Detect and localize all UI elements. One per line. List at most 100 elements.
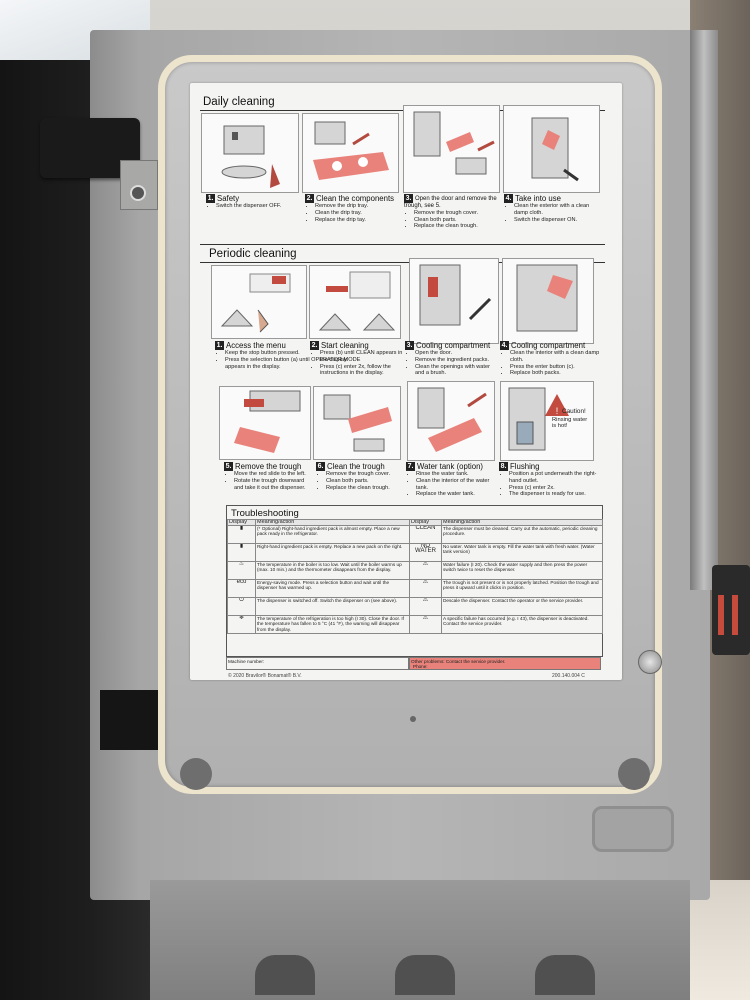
- step-instruction: Rotate the trough downward: [234, 478, 306, 485]
- step-instruction: Clean the interior with a clean damp clo…: [510, 350, 600, 363]
- periodic-step-2-illustration: [309, 265, 401, 339]
- step-instruction: Remove the trough cover.: [326, 471, 390, 478]
- caution-text: Rinsing water is hot!: [552, 417, 588, 430]
- step-instruction: Move the red slide to the left.: [234, 471, 306, 478]
- dispenser-side-rail: [690, 30, 718, 590]
- display-icon: ⚠: [409, 561, 442, 581]
- table-row: eco Energy-saving mode. Press a selectio…: [227, 579, 603, 599]
- periodic-step-3: 3.Cooling compartment Open the door. Rem…: [405, 341, 500, 377]
- step-instruction: Press the selection button (a) until OPE…: [225, 357, 360, 364]
- hinge-screw: [130, 185, 146, 201]
- periodic-step-6: 6.Clean the trough Remove the trough cov…: [316, 462, 390, 491]
- step-instruction: and take it out the dispenser.: [234, 484, 306, 491]
- document-code: 200.140.004 C: [552, 673, 585, 679]
- other-problems-text: Other problems: Contact the service prov…: [411, 659, 506, 664]
- meaning-cell: A specific failure has occurred (e.g. I …: [441, 615, 603, 635]
- step-title: Safety: [217, 194, 240, 203]
- step-title: Remove the trough: [235, 462, 302, 471]
- outlet-slot: [255, 955, 315, 995]
- step-instruction: Remove the ingredient packs.: [415, 357, 500, 364]
- table-row: ♨ The temperature in the boiler is too l…: [227, 561, 603, 581]
- display-icon: CLEAN: [409, 525, 442, 545]
- meaning-cell: No water. Water tank is empty. Fill the …: [441, 543, 603, 563]
- daily-step-4: 4.Take into use Clean the exterior with …: [504, 194, 599, 223]
- daily-step-1: 1.Safety Switch the dispenser OFF.: [206, 194, 281, 210]
- step-title: Water tank (option): [417, 462, 484, 471]
- step-instruction: Replace both packs.: [510, 370, 600, 377]
- outlet-slot: [395, 955, 455, 995]
- step-number: 1.: [215, 341, 224, 351]
- step-number: 3.: [404, 194, 413, 203]
- caution-label: Caution!: [562, 408, 586, 415]
- step-instruction: Clean the interior of the water tank.: [416, 478, 498, 491]
- periodic-step-7: 7.Water tank (option) Rinse the water ta…: [406, 462, 498, 498]
- step-title: Flushing: [510, 462, 540, 471]
- panel-vent: [592, 806, 674, 852]
- meaning-cell: The trough is not present or is not prop…: [441, 579, 603, 599]
- column-header: Meaning/action: [441, 518, 603, 527]
- step-number: 3.: [405, 341, 414, 351]
- meaning-cell: The dispenser must be cleaned. Carry out…: [441, 525, 603, 545]
- step-number: 4.: [500, 341, 509, 351]
- daily-step-1-illustration: [201, 113, 299, 193]
- svg-text:!: !: [556, 406, 559, 416]
- meaning-cell: Energy-saving mode. Press a selection bu…: [255, 579, 410, 599]
- step-instruction: Replace the clean trough.: [326, 485, 390, 492]
- outlet-slot: [535, 955, 595, 995]
- table-row: ▮ Right-hand ingredient pack is empty. R…: [227, 543, 603, 563]
- meaning-cell: Right-hand ingredient pack is empty. Rep…: [255, 543, 410, 563]
- periodic-divider: [200, 262, 605, 263]
- table-row: ❄ The temperature of the refrigeration i…: [227, 615, 603, 635]
- side-latch: [712, 565, 750, 655]
- periodic-step-3-illustration: [409, 258, 499, 344]
- step-number: 2.: [310, 341, 319, 351]
- periodic-step-5: 5.Remove the trough Move the red slide t…: [224, 462, 306, 491]
- step-instruction: Clean the openings with water and a brus…: [415, 364, 500, 377]
- step-instruction: Open the door.: [415, 350, 500, 357]
- panel-knob-left: [180, 758, 212, 790]
- display-icon: ▮: [227, 543, 256, 563]
- step-instruction: Clean the exterior with a clean damp clo…: [514, 203, 599, 216]
- display-icon: NO WATER: [409, 543, 442, 563]
- step-number: 1.: [206, 194, 215, 204]
- daily-step-2-illustration: [302, 113, 399, 193]
- step-instruction: Replace the drip tay.: [315, 217, 394, 224]
- display-icon: eco: [227, 579, 256, 599]
- meaning-cell: The temperature of the refrigeration is …: [255, 615, 410, 635]
- step-instruction: Rinse the water tank.: [416, 471, 498, 478]
- service-contact-cell: Other problems: Contact the service prov…: [409, 657, 601, 670]
- step-title: Access the menu: [226, 341, 286, 350]
- lower-hinge: [100, 690, 160, 750]
- step-instruction: Replace the clean trough.: [414, 223, 502, 230]
- step-instruction: Press (b) until CLEAN appears in the dis…: [320, 350, 405, 363]
- step-instruction: The dispenser is ready for use.: [509, 491, 599, 498]
- meaning-cell: Water failure (I 20). Check the water su…: [441, 561, 603, 581]
- step-instruction: Position a pot underneath the right-hand…: [509, 471, 599, 484]
- periodic-step-8-illustration: !: [500, 381, 594, 461]
- step-title: Cooling compartment: [511, 341, 586, 350]
- periodic-step-1: 1.Access the menu Keep the stop button p…: [215, 341, 360, 370]
- periodic-step-8: 8.Flushing Position a pot underneath the…: [499, 462, 599, 498]
- periodic-divider-top: [200, 244, 605, 245]
- daily-cleaning-heading: Daily cleaning: [203, 96, 275, 108]
- meaning-cell: (* Optional) Right-hand ingredient pack …: [255, 525, 410, 545]
- step-instruction: Press (c) enter 2x, follow the instructi…: [320, 364, 405, 377]
- display-icon: ▮: [227, 525, 256, 545]
- step-instruction: Switch the dispenser ON.: [514, 217, 599, 224]
- periodic-step-4-illustration: [502, 258, 594, 344]
- panel-rivet: [410, 716, 416, 722]
- step-number: 8.: [499, 462, 508, 472]
- step-instruction: Switch the dispenser OFF.: [216, 203, 281, 210]
- step-title: Cooling compartment: [416, 341, 491, 350]
- step-instruction: Keep the stop button pressed.: [225, 350, 360, 357]
- phone-label: Phone:: [413, 664, 428, 669]
- step-instruction: Remove the drip tray.: [315, 203, 394, 210]
- step-instruction: appears in the display.: [225, 363, 281, 370]
- panel-knob-right: [618, 758, 650, 790]
- periodic-cleaning-heading: Periodic cleaning: [209, 248, 297, 260]
- periodic-step-6-illustration: [313, 386, 401, 460]
- step-instruction: Replace the water tank.: [416, 491, 498, 498]
- display-icon: ⏻: [227, 597, 256, 617]
- machine-number-row: Machine number: Other problems: Contact …: [226, 657, 601, 671]
- step-instruction: Press the enter button (c).: [510, 364, 600, 371]
